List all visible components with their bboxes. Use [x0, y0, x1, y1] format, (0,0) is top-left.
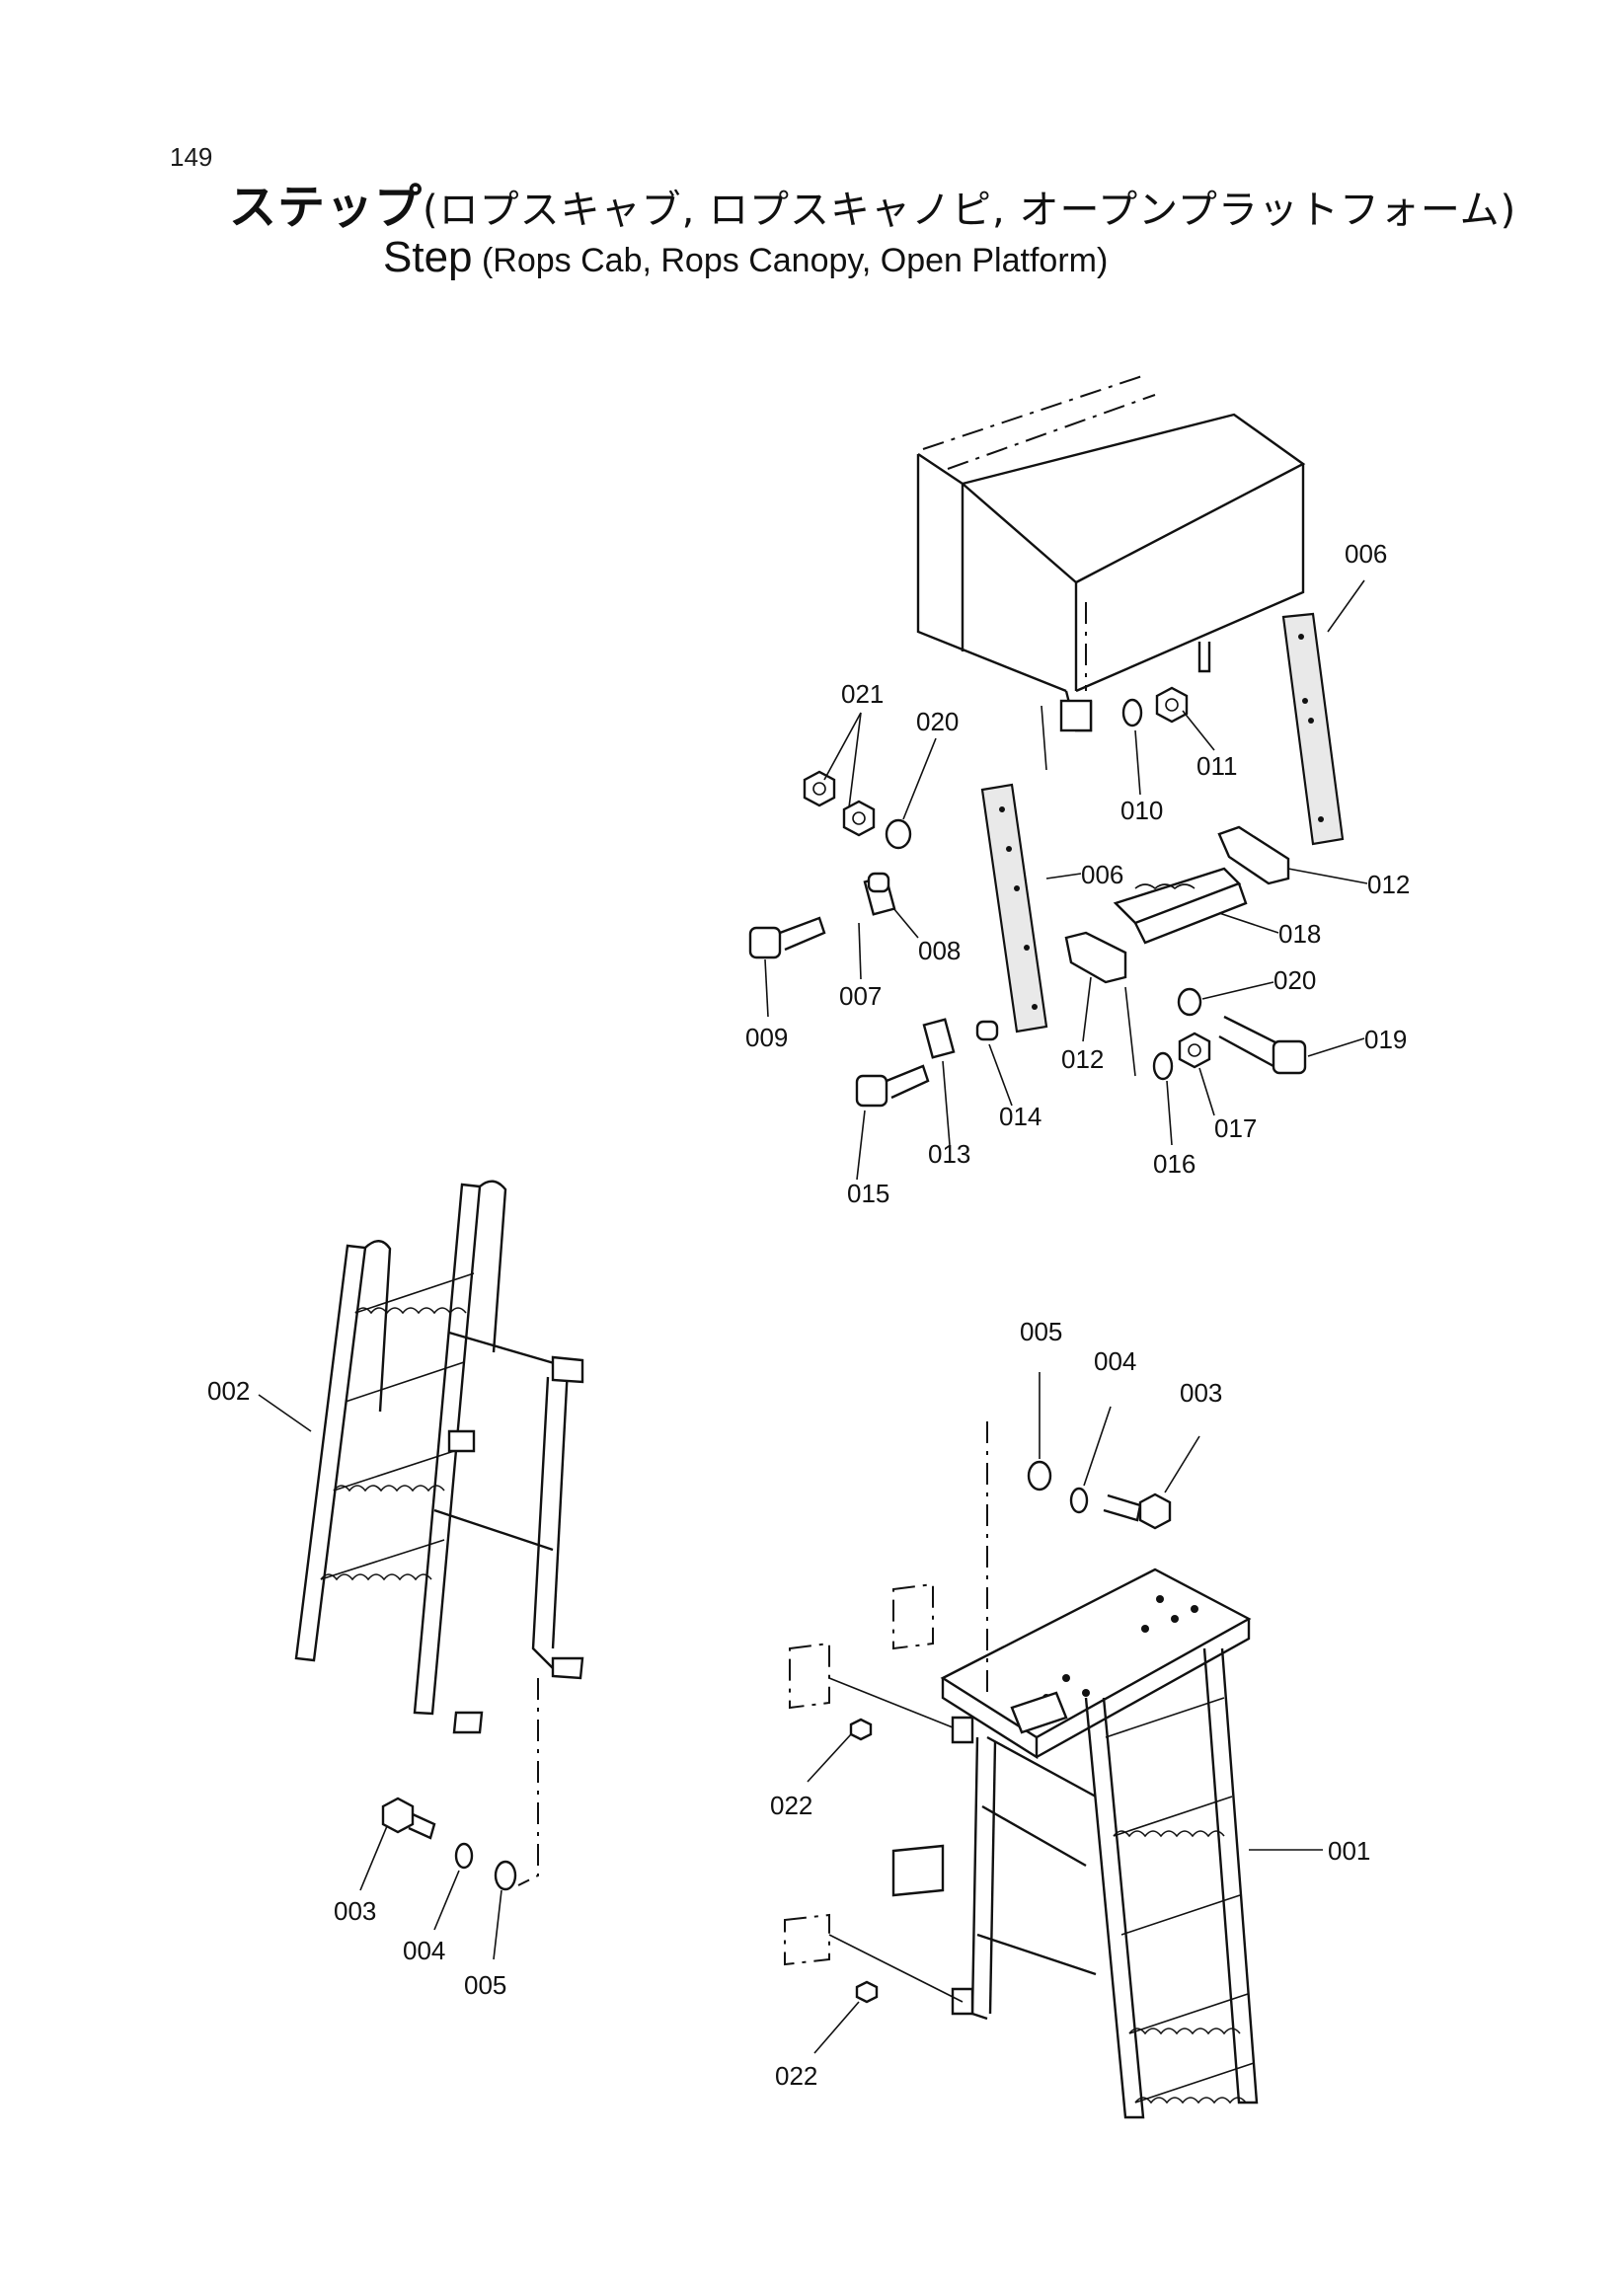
callout-labels: 006 021 020 010 011 006 012 018 008 007 …: [207, 539, 1410, 2091]
bracket-012-right: [1217, 825, 1290, 885]
bolt-019: [1218, 1015, 1307, 1075]
callout-004-left: 004: [403, 1936, 445, 1965]
page-number: 149: [170, 142, 213, 172]
leader-lines-upper: [764, 579, 1368, 1181]
callout-012-center: 012: [1061, 1044, 1104, 1074]
washer-020-upper: [885, 818, 912, 850]
bolt-003-left: [381, 1797, 436, 1840]
nut-017: [1178, 1032, 1211, 1069]
title-japanese-lead: ステップ: [229, 180, 424, 235]
callout-020-upper: 020: [916, 707, 959, 736]
lock-washer-016: [1152, 1051, 1174, 1081]
callout-011: 011: [1196, 751, 1237, 781]
bracket-012-center: [1064, 931, 1127, 984]
washer-005-left: [494, 1860, 517, 1891]
bolt-009: [748, 916, 826, 959]
title-english-rest: (Rops Cab, Rops Canopy, Open Platform): [481, 242, 1109, 279]
callout-006-upper: 006: [1345, 539, 1387, 569]
frame-box: [916, 374, 1306, 732]
bolt-003-right: [1103, 1492, 1172, 1530]
callout-019: 019: [1364, 1025, 1407, 1054]
spacer-008: [867, 872, 890, 893]
leader-lines-right: [807, 1372, 1323, 2054]
callout-006-center: 006: [1081, 860, 1123, 889]
title-english-lead: Step: [383, 233, 473, 281]
callout-018: 018: [1278, 919, 1321, 949]
callout-010: 010: [1120, 796, 1163, 825]
callout-017: 017: [1214, 1113, 1257, 1143]
callout-021: 021: [841, 679, 884, 709]
callout-016: 016: [1153, 1149, 1196, 1179]
ladder-001: [940, 1568, 1259, 2119]
step-018: [1113, 867, 1248, 945]
callout-015: 015: [847, 1179, 889, 1208]
leader-lines-left: [258, 1394, 502, 1960]
callout-020-lower: 020: [1273, 965, 1316, 995]
lock-washer-010: [1121, 698, 1143, 727]
callout-008: 008: [918, 936, 961, 965]
washer-020-lower: [1177, 987, 1202, 1017]
callout-003-right: 003: [1180, 1378, 1222, 1408]
brackets-right: [784, 1582, 964, 2004]
ladder-002: [294, 1180, 584, 1734]
assembly-path-left: [517, 1678, 539, 1886]
callout-002: 002: [207, 1376, 250, 1406]
callout-004-right: 004: [1094, 1346, 1136, 1376]
callout-022-upper: 022: [770, 1791, 812, 1820]
plate-006-right: [1281, 612, 1345, 846]
spacer-014: [975, 1020, 999, 1041]
bolt-015: [855, 1064, 930, 1108]
callout-009: 009: [745, 1023, 788, 1052]
lock-washer-004-left: [454, 1842, 474, 1870]
callout-005-left: 005: [464, 1970, 506, 2000]
callout-003-left: 003: [334, 1896, 376, 1926]
washer-005-right: [1027, 1460, 1052, 1492]
nuts-021: [803, 770, 876, 837]
callout-007: 007: [839, 981, 882, 1011]
title-japanese-rest: (ロプスキャブ, ロプスキャノピ, オープンプラットフォーム): [423, 188, 1517, 233]
lock-washer-004-right: [1069, 1487, 1089, 1514]
title-japanese: ステップ(ロプスキャブ, ロプスキャノピ, オープンプラットフォーム): [229, 168, 1516, 237]
callout-013: 013: [928, 1139, 970, 1169]
plate-006-center: [980, 783, 1048, 1033]
shim-013: [922, 1018, 956, 1059]
callout-001: 001: [1328, 1836, 1370, 1866]
title-english: Step (Rops Cab, Rops Canopy, Open Platfo…: [383, 233, 1108, 282]
callout-012-right: 012: [1367, 870, 1410, 899]
callout-022-lower: 022: [775, 2061, 817, 2091]
callout-005-right: 005: [1020, 1317, 1062, 1346]
nut-011: [1155, 686, 1189, 724]
callout-014: 014: [999, 1102, 1041, 1131]
